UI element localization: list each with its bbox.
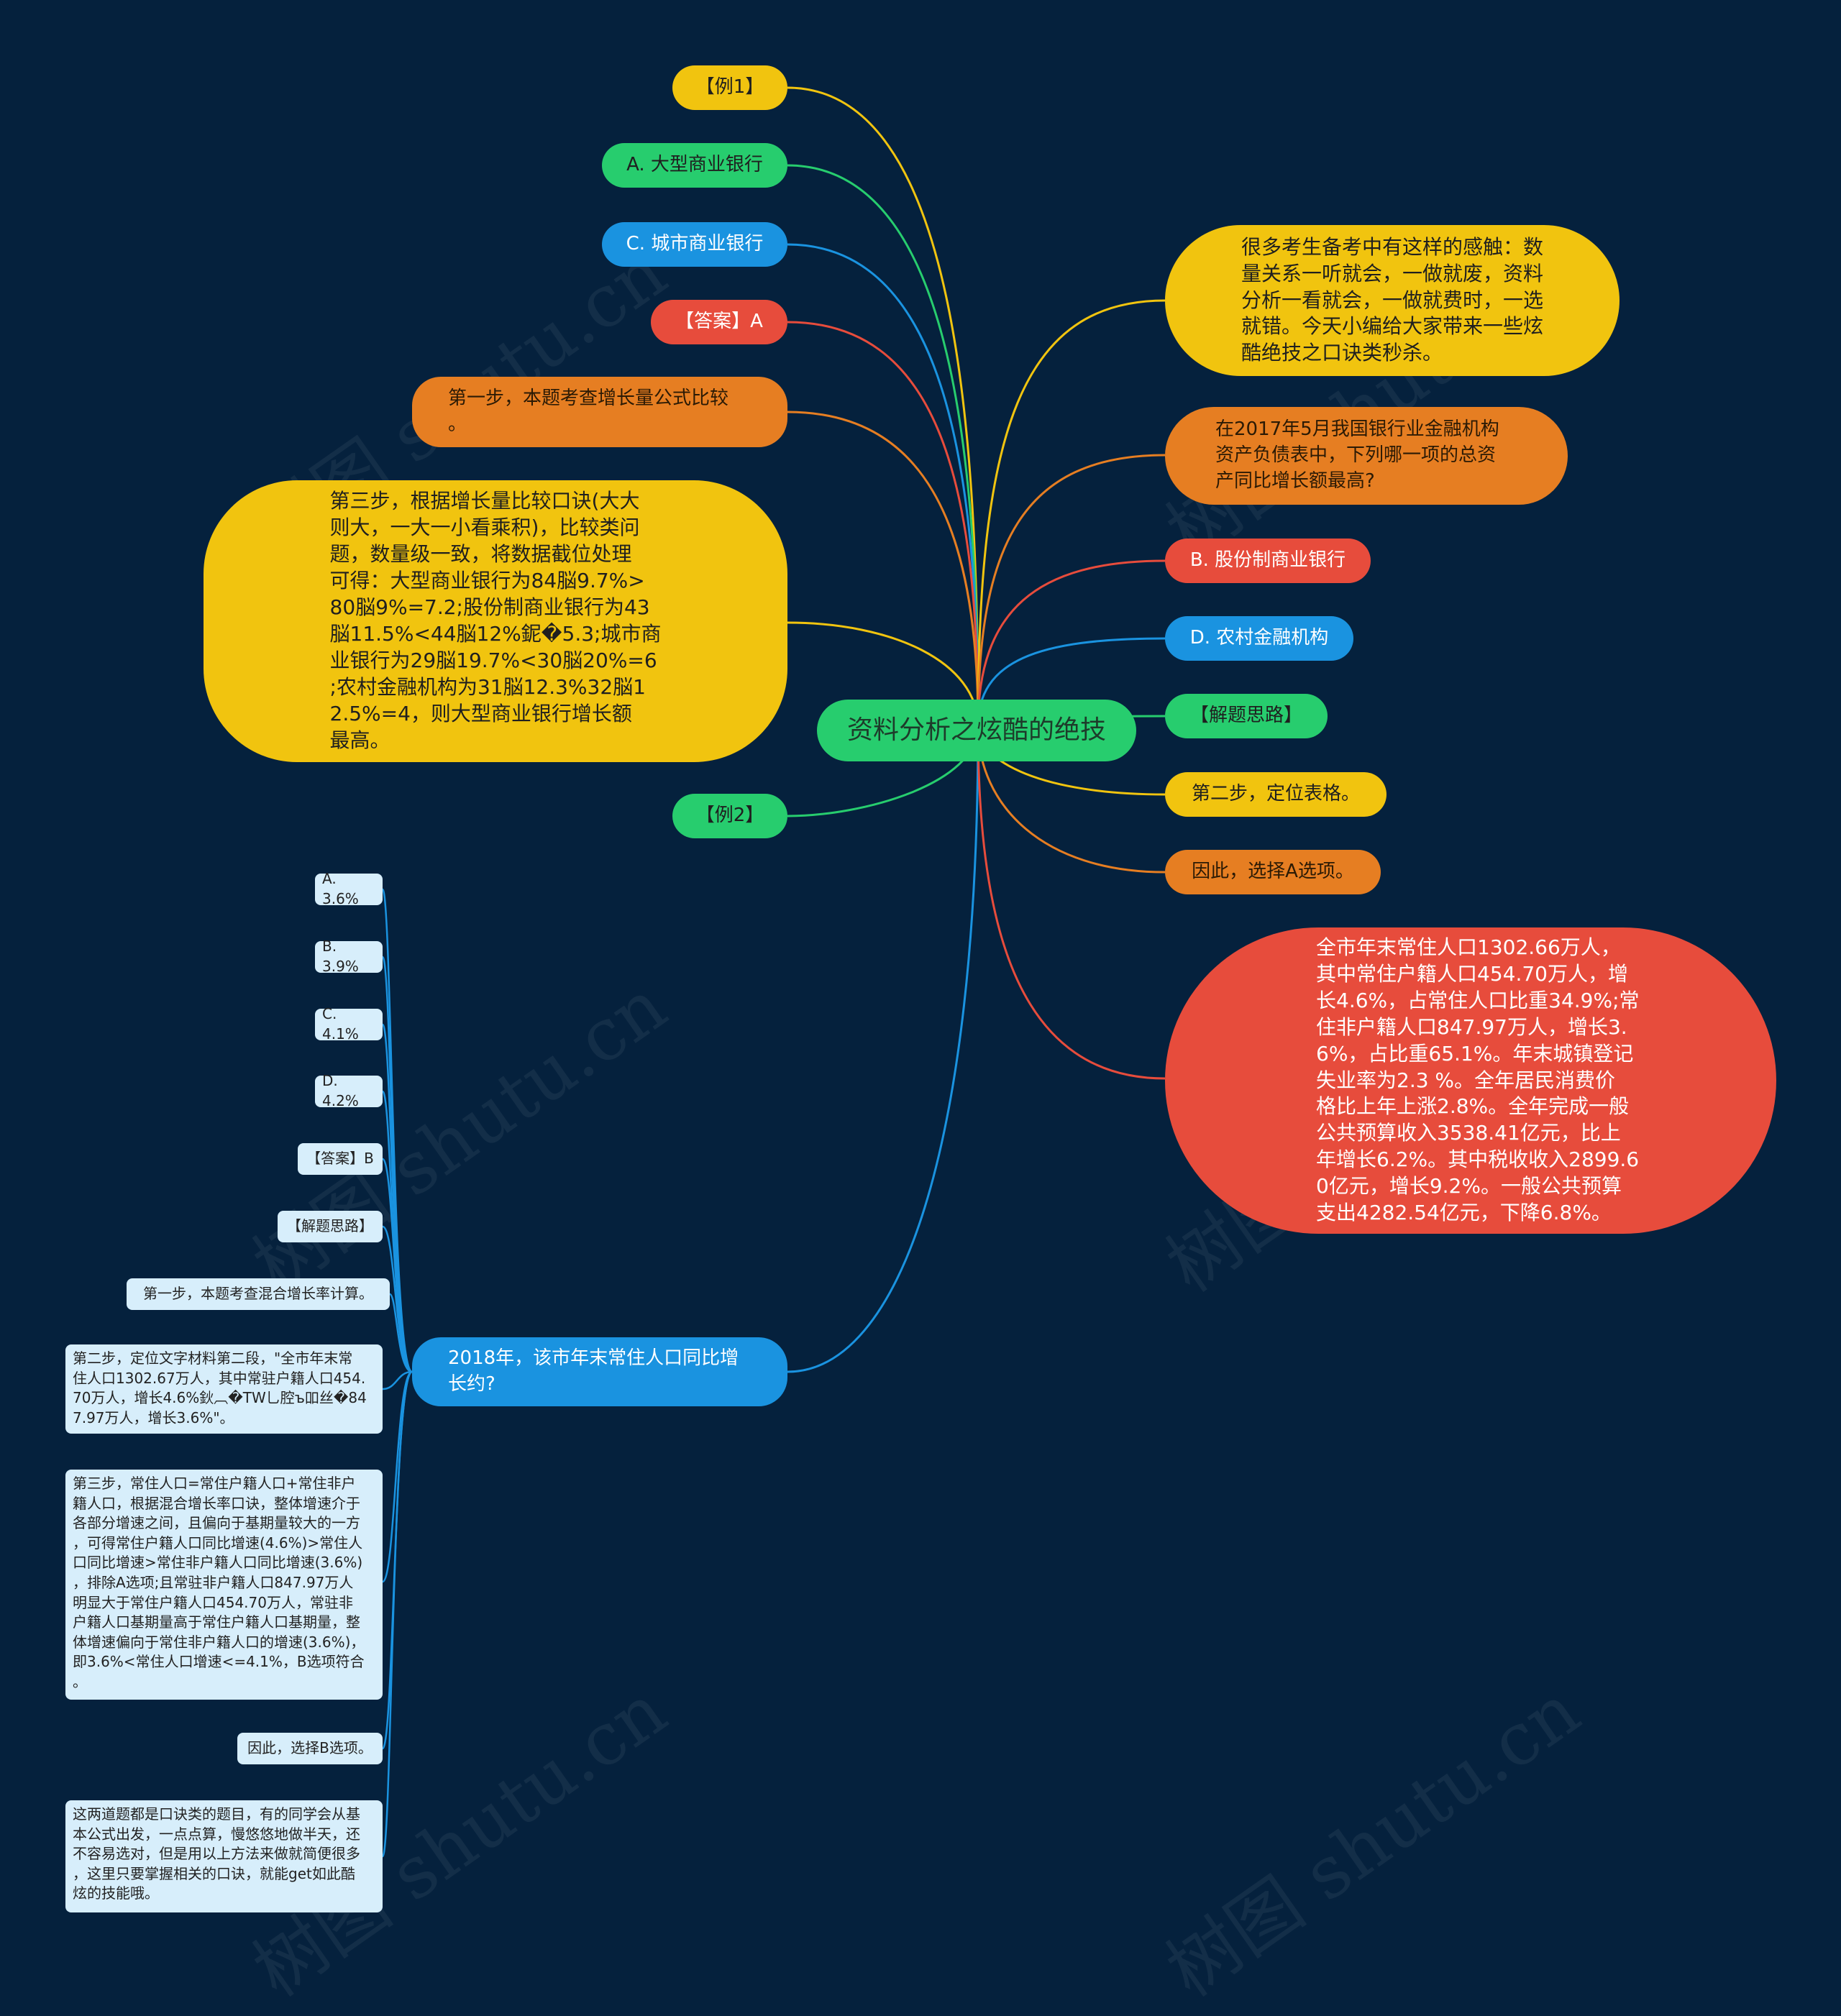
link-material: [977, 725, 1166, 1080]
leaf-conclusion-b[interactable]: 因此，选择B选项。: [237, 1733, 383, 1764]
link-answer: [787, 321, 979, 727]
leaf-option-a[interactable]: A. 3.6%: [315, 870, 383, 907]
node-step-3[interactable]: 第三步，根据增长量比较口诀(大大 则大，一大一小看乘积)，比较类问 题，数量级一…: [204, 480, 787, 762]
link-step1: [787, 411, 979, 727]
node-option-d[interactable]: D. 农村金融机构: [1165, 616, 1353, 661]
node-intro[interactable]: 很多考生备考中有这样的感触：数 量关系一听就会，一做就废，资料 分析一看就会，一…: [1165, 225, 1620, 376]
node-option-a[interactable]: A. 大型商业银行: [602, 143, 787, 188]
node-conclusion-a[interactable]: 因此，选择A选项。: [1165, 850, 1381, 894]
leaf-answer-b[interactable]: 【答案】B: [298, 1143, 383, 1175]
link-sub-step3: [381, 1370, 413, 1583]
node-material[interactable]: 全市年末常住人口1302.66万人， 其中常住户籍人口454.70万人，增 长4…: [1165, 927, 1776, 1234]
node-example-1[interactable]: 【例1】: [672, 65, 787, 110]
node-option-b[interactable]: B. 股份制商业银行: [1165, 539, 1371, 583]
node-step-1[interactable]: 第一步，本题考查增长量公式比较 。: [412, 377, 787, 447]
root-topic[interactable]: 资料分析之炫酷的绝技: [817, 700, 1136, 761]
link-question1: [977, 454, 1166, 727]
link-optB: [977, 559, 1166, 727]
link-optA: [787, 164, 979, 727]
node-option-c[interactable]: C. 城市商业银行: [602, 222, 787, 267]
leaf-step-2[interactable]: 第二步，定位文字材料第二段，"全市年末常 住人口1302.67万人，其中常驻户籍…: [65, 1344, 383, 1434]
node-answer-a[interactable]: 【答案】A: [651, 300, 787, 344]
link-ex1: [787, 86, 979, 727]
leaf-option-d[interactable]: D. 4.2%: [315, 1072, 383, 1109]
link-question2: [787, 725, 979, 1373]
node-example-2[interactable]: 【例2】: [672, 794, 787, 838]
leaf-step-1[interactable]: 第一步，本题考查混合增长率计算。: [127, 1278, 390, 1310]
leaf-thinking[interactable]: 【解题思路】: [278, 1211, 383, 1242]
leaf-summary[interactable]: 这两道题都是口诀类的题目，有的同学会从基 本公式出发，一点点算，慢悠悠地做半天，…: [65, 1800, 383, 1912]
link-sub-conclusion: [381, 1370, 414, 1750]
link-sub-step1: [388, 1293, 413, 1373]
node-question-2[interactable]: 2018年，该市年末常住人口同比增 长约?: [412, 1337, 787, 1406]
node-thinking[interactable]: 【解题思路】: [1165, 694, 1328, 738]
node-step-2[interactable]: 第二步，定位表格。: [1165, 772, 1387, 817]
link-sub-summary: [381, 1370, 414, 1858]
link-sub-thinking: [382, 1225, 413, 1373]
leaf-step-3[interactable]: 第三步，常住人口=常住户籍人口+常住非户 籍人口，根据混合增长率口诀，整体增速介…: [65, 1470, 383, 1700]
link-intro: [977, 299, 1166, 727]
link-sub-step2: [382, 1370, 413, 1390]
leaf-option-c[interactable]: C. 4.1%: [315, 1005, 383, 1043]
leaf-option-b[interactable]: B. 3.9%: [315, 938, 383, 975]
node-question-1[interactable]: 在2017年5月我国银行业金融机构 资产负债表中，下列哪一项的总资 产同比增长额…: [1165, 407, 1568, 505]
